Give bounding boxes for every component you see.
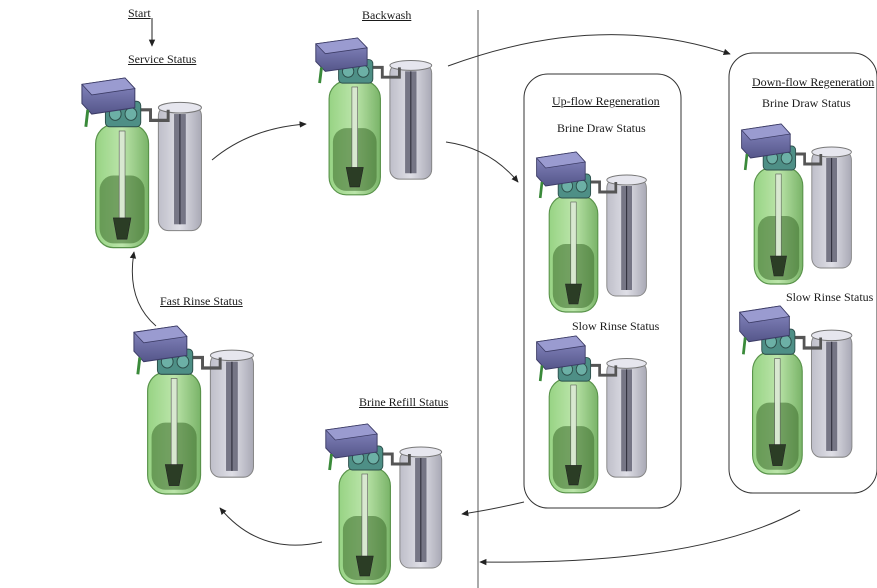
label-backwash: Backwash [362,8,412,22]
label-downflow-title: Down-flow Regeneration [752,75,875,89]
arrow-backwash-downflow [447,34,731,67]
label-upflow-title: Up-flow Regeneration [552,94,660,108]
arrow-backwash-upflow [445,141,519,183]
arrow-service-backwash [211,121,307,161]
label-start: Start [128,6,151,20]
unit-downflow-slow-rinse [738,304,854,476]
upflow-panel [523,73,682,509]
unit-upflow-brine-draw [535,150,648,314]
label-fast-rinse: Fast Rinse Status [160,294,243,308]
unit-brine-refill [324,422,444,586]
downflow-panel [728,52,877,494]
label-upflow-slow-rinse: Slow Rinse Status [572,319,660,333]
unit-fast-rinse [132,324,256,496]
unit-downflow-brine-draw [740,122,853,286]
arrow-downflow-refill [479,509,801,566]
unit-upflow-slow-rinse [535,334,648,495]
label-brine-refill: Brine Refill Status [359,395,449,409]
label-upflow-brine-draw: Brine Draw Status [557,121,646,135]
arrow-refill-fastrinse [219,507,323,546]
label-downflow-brine-draw: Brine Draw Status [762,96,851,110]
unit-service [80,76,204,250]
arrow-upflow-refill [461,501,525,517]
label-service-status: Service Status [128,52,197,66]
label-downflow-slow-rinse: Slow Rinse Status [786,290,874,304]
arrow-fastrinse-service [129,251,157,327]
unit-backwash [314,36,434,197]
